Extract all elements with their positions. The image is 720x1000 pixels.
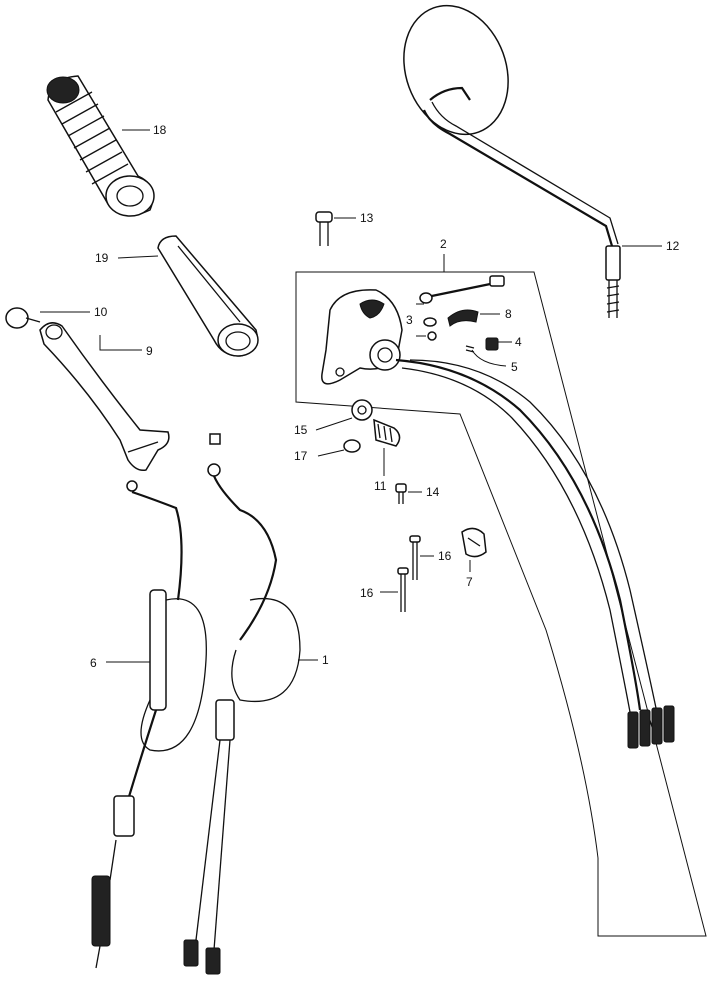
callout-18: 18 [153, 123, 167, 137]
screw-3[interactable] [423, 317, 437, 341]
callout-5: 5 [511, 360, 518, 374]
screw-16-upper[interactable] [409, 535, 421, 580]
switch-wiring-harness[interactable] [395, 358, 675, 749]
callout-4: 4 [515, 335, 522, 349]
leader-5 [471, 349, 507, 367]
switch-contact[interactable] [419, 275, 505, 304]
callout-11: 11 [374, 479, 387, 493]
nut-17[interactable] [343, 439, 361, 453]
screw-13[interactable] [315, 211, 333, 246]
callout-12: 12 [666, 239, 680, 253]
brake-cable[interactable] [91, 480, 207, 969]
callout-9: 9 [146, 344, 153, 358]
throttle-pipe[interactable] [157, 235, 259, 357]
callout-17: 17 [294, 449, 308, 463]
brake-lever[interactable] [39, 322, 170, 472]
lever-pivot-bolt[interactable] [5, 307, 41, 329]
callout-6: 6 [90, 656, 97, 670]
callout-15: 15 [294, 423, 308, 437]
throttle-grip[interactable] [46, 75, 155, 217]
assembly-outline-2 [295, 271, 707, 937]
callout-2: 2 [440, 237, 447, 251]
leader-19 [117, 255, 159, 259]
callout-10: 10 [94, 305, 108, 319]
cable-adjuster-11[interactable] [373, 418, 401, 447]
leader-9 [99, 335, 142, 351]
leader-3 [416, 303, 426, 337]
leader-15 [315, 417, 353, 431]
callout-7: 7 [466, 575, 473, 589]
callout-13: 13 [360, 211, 374, 225]
screw-4[interactable] [485, 337, 499, 351]
switch-spring-8[interactable] [447, 309, 479, 327]
screw-14[interactable] [395, 483, 407, 504]
callout-16-lower: 16 [360, 586, 374, 600]
callout-19: 19 [95, 251, 109, 265]
rear-view-mirror[interactable] [386, 0, 621, 318]
throttle-cable[interactable] [183, 433, 301, 975]
switch-housing[interactable] [321, 289, 403, 385]
callout-8: 8 [505, 307, 512, 321]
callout-3: 3 [406, 313, 413, 327]
screw-16-lower[interactable] [397, 567, 409, 612]
clamp-7[interactable] [461, 527, 487, 558]
leader-17 [317, 449, 345, 457]
callout-14: 14 [426, 485, 440, 499]
callout-16-upper: 16 [438, 549, 452, 563]
washer-15[interactable] [351, 399, 373, 421]
callout-1: 1 [322, 653, 329, 667]
